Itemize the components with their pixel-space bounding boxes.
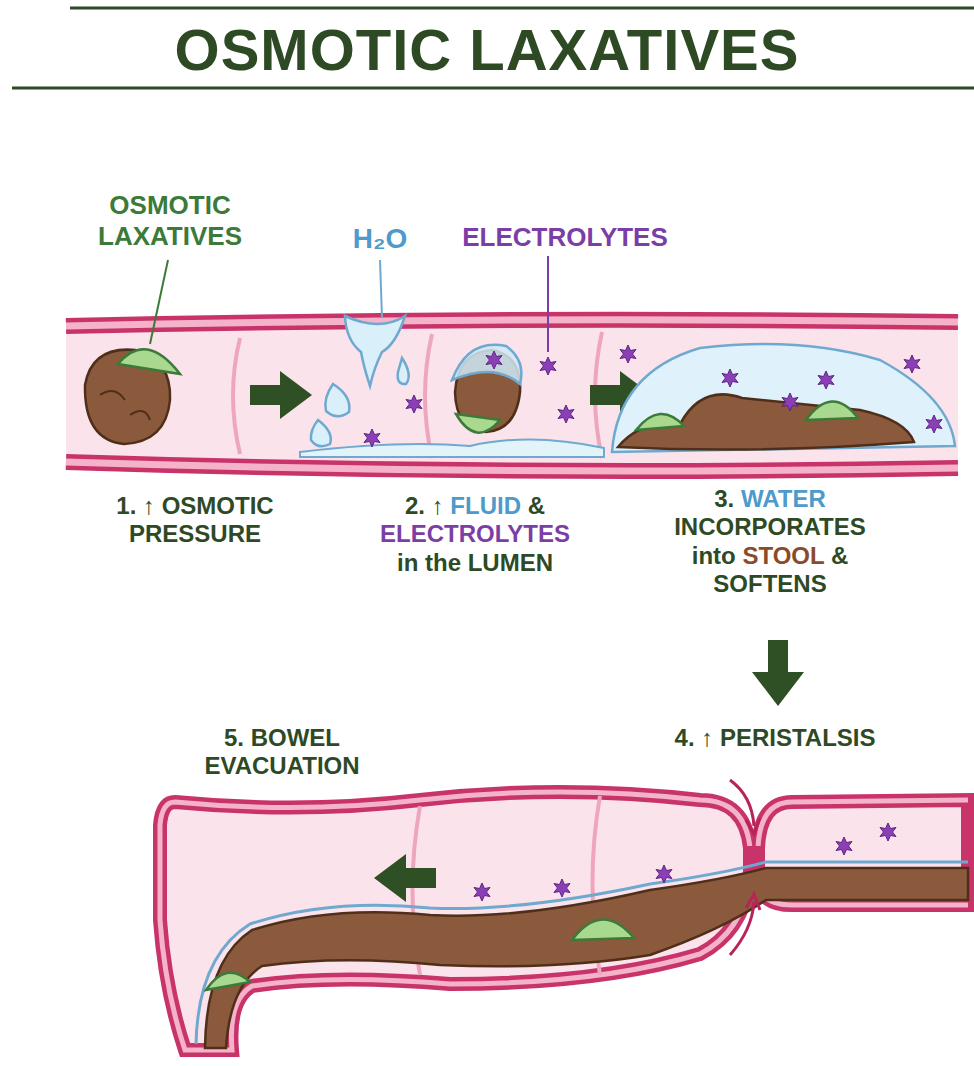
word: & (528, 492, 545, 519)
word: H₂O (353, 223, 407, 254)
word: ↑ (701, 724, 713, 751)
word: in (397, 549, 418, 576)
word: LUMEN (468, 549, 553, 576)
word: FLUID (450, 492, 521, 519)
word: PRESSURE (129, 520, 261, 547)
word: BOWEL (251, 724, 340, 751)
step-label: 5. BOWEL EVACUATION (167, 724, 397, 781)
word: OSMOTIC (162, 492, 274, 519)
word: ↑ (143, 492, 155, 519)
word: 3. (714, 485, 734, 512)
electrolytes-label: ELECTROLYTES (435, 222, 695, 253)
word: SOFTENS (713, 570, 826, 597)
title: OSMOTIC LAXATIVES (0, 16, 974, 83)
word: LAXATIVES (98, 221, 242, 251)
callout-label: OSMOTIC LAXATIVES (65, 190, 275, 251)
word: & (831, 542, 848, 569)
word: 4. (675, 724, 695, 751)
word: ↑ (432, 492, 444, 519)
word: 5. (224, 724, 244, 751)
word: INCORPORATES (674, 513, 866, 540)
word: 2. (405, 492, 425, 519)
step-label: 1. ↑ OSMOTIC PRESSURE (80, 492, 310, 549)
word: into (692, 542, 736, 569)
word: the (425, 549, 461, 576)
word: ELECTROLYTES (462, 222, 668, 252)
word: STOOL (742, 542, 824, 569)
water-label: H₂O (320, 222, 440, 255)
step-label: 3. WATER INCORPORATES into STOOL & SOFTE… (635, 485, 905, 598)
word: 1. (116, 492, 136, 519)
word: ELECTROLYTES (380, 520, 570, 547)
word: WATER (741, 485, 826, 512)
step-label: 2. ↑ FLUID & ELECTROLYTES in the LUMEN (350, 492, 600, 577)
step-label: 4. ↑ PERISTALSIS (640, 724, 910, 752)
word: PERISTALSIS (720, 724, 876, 751)
word: OSMOTIC (109, 190, 230, 220)
word: EVACUATION (204, 752, 359, 779)
